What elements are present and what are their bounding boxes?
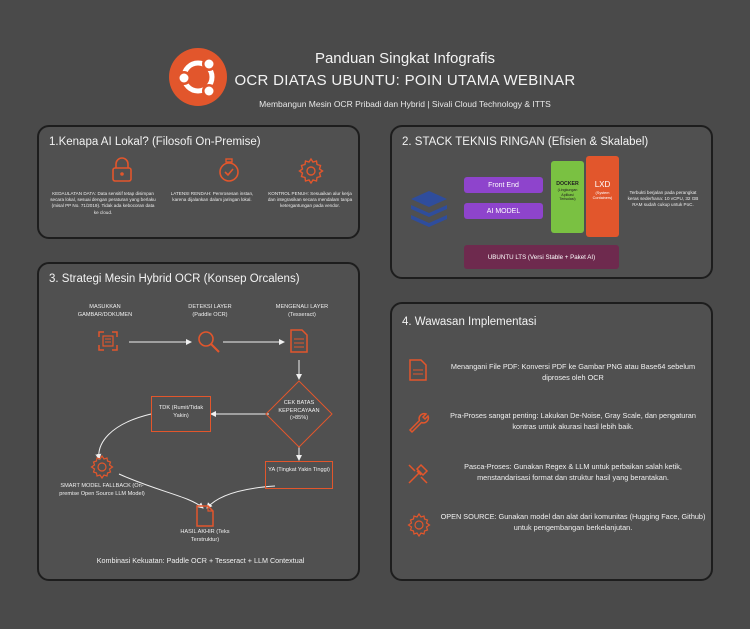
decision-diamond	[265, 380, 333, 448]
lock-icon	[112, 157, 132, 182]
gear-icon	[298, 157, 324, 185]
ubuntu-logo	[169, 48, 227, 106]
output-document-icon	[196, 505, 214, 527]
pdf-file-icon	[409, 359, 427, 381]
opensource-gear-icon	[407, 512, 431, 538]
section2-hardware-note: Terbukti berjalan pada perangkat keras s…	[627, 190, 699, 208]
header-main-title: OCR DIATAS UBUNTU: POIN UTAMA WEBINAR	[234, 72, 576, 89]
detect-layer-label: DETEKSI LAYER (Paddle OCR)	[188, 304, 232, 318]
section1-item-full-control: KONTROL PENUH: Sesuaikan alur kerja dan …	[267, 191, 353, 209]
header-title: Panduan Singkat Infografis	[314, 50, 496, 67]
decision-label: CEK BATAS KEPERCAYAAN (>85%)	[278, 400, 320, 422]
insight-postprocessing: Pasca-Proses: Gunakan Regex & LLM untuk …	[464, 462, 682, 483]
final-output-label: HASIL AKHIR (Teks Terstruktur)	[180, 529, 230, 543]
stopwatch-icon	[219, 158, 239, 182]
section4-panel: 4. Wawasan Implementasi Menangani File P…	[390, 302, 713, 581]
section3-title: 3. Strategi Mesin Hybrid OCR (Konsep Orc…	[49, 273, 300, 285]
section4-title: 4. Wawasan Implementasi	[402, 316, 537, 328]
no-branch-box: TDK (Rumit/Tidak Yakin)	[151, 396, 211, 432]
lxd-title: LXD	[594, 180, 611, 189]
brain-gear-icon	[90, 454, 114, 480]
docker-subtitle: (Lingkungan Aplikasi Terisolasi)	[557, 188, 578, 202]
layers-stack-icon	[411, 191, 447, 227]
scan-document-icon	[98, 331, 118, 351]
header-subtitle: Membangun Mesin OCR Pribadi dan Hybrid |…	[259, 99, 551, 109]
insight-open-source: OPEN SOURCE: Gunakan model dan alat dari…	[440, 512, 706, 533]
wrench-icon	[408, 412, 430, 434]
input-document-label: MASUKKAN GAMBAR/DOKUMEN	[77, 304, 133, 318]
ubuntu-lts-bar: UBUNTU LTS (Versi Stable + Paket AI)	[464, 245, 619, 269]
section2-title: 2. STACK TEKNIS RINGAN (Efisien & Skalab…	[402, 136, 649, 148]
insight-preprocessing: Pra-Proses sangat penting: Lakukan De-No…	[450, 411, 696, 432]
docker-block: DOCKER (Lingkungan Aplikasi Terisolasi)	[551, 161, 584, 233]
yes-branch-box: YA (Tingkat Yakin Tinggi)	[265, 461, 333, 489]
section2-panel: 2. STACK TEKNIS RINGAN (Efisien & Skalab…	[390, 125, 713, 279]
section1-item-data-sovereignty: KEDAULATAN DATA: Data sensitif tetap dis…	[50, 191, 156, 215]
lxd-subtitle: (System Containers)	[592, 191, 613, 200]
section1-panel: 1.Kenapa AI Lokal? (Filosofi On-Premise)…	[37, 125, 360, 239]
section1-item-low-latency: LATENSI RENDAH: Pemrosesan instan, karen…	[170, 191, 254, 203]
magnifier-icon	[198, 331, 220, 353]
front-end-block: Front End	[464, 177, 543, 193]
tools-icon	[408, 463, 429, 484]
docker-title: DOCKER	[556, 181, 579, 187]
insight-pdf-handling: Menangani File PDF: Konversi PDF ke Gamb…	[450, 362, 696, 383]
text-document-icon	[290, 329, 308, 353]
flow-arrows	[95, 339, 302, 509]
lxd-block: LXD (System Containers)	[586, 156, 619, 237]
section3-panel: 3. Strategi Mesin Hybrid OCR (Konsep Orc…	[37, 262, 360, 581]
recognize-layer-label: MENGENALI LAYER (Tesseract)	[275, 304, 329, 318]
smart-fallback-label: SMART MODEL FALLBACK (On-premise Open So…	[59, 483, 145, 497]
section1-title: 1.Kenapa AI Lokal? (Filosofi On-Premise)	[49, 136, 261, 148]
ai-model-block: AI MODEL	[464, 203, 543, 219]
section3-summary: Kombinasi Kekuatan: Paddle OCR + Tessera…	[96, 556, 305, 565]
